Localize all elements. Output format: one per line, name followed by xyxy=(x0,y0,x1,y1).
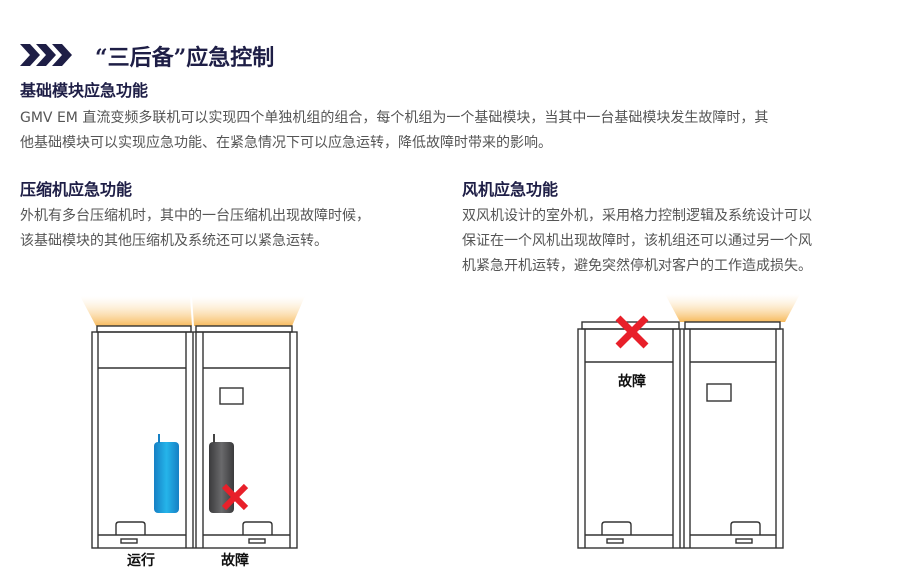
fan-heading: 风机应急功能 xyxy=(462,180,559,199)
chevron-icon xyxy=(20,44,72,66)
fault-x-icon xyxy=(221,483,249,511)
page-title: “三后备”应急控制 xyxy=(95,45,275,71)
running-compressor xyxy=(154,442,179,513)
text-line: GMV EM 直流变频多联机可以实现四个单独机组的组合，每个机组为一个基础模块，… xyxy=(20,110,769,126)
text-line: 保证在一个风机出现故障时，该机组还可以通过另一个风 xyxy=(462,233,812,249)
text-line: 外机有多台压缩机时，其中的一台压缩机出现故障时候， xyxy=(20,208,370,224)
fault-label: 故障 xyxy=(221,553,249,569)
compressor-heading: 压缩机应急功能 xyxy=(20,180,133,199)
basic-heading: 基础模块应急功能 xyxy=(20,81,149,100)
fan-fault-label: 故障 xyxy=(618,374,646,390)
text-line: 该基础模块的其他压缩机及系统还可以紧急运转。 xyxy=(20,233,328,249)
text-line: 他基础模块可以实现应急功能、在紧急情况下可以应急运转，降低故障时带来的影响。 xyxy=(20,135,552,151)
fan-fault-x-icon xyxy=(615,315,649,349)
fan-units xyxy=(577,321,784,549)
fan-text: 双风机设计的室外机，采用格力控制逻辑及系统设计可以 保证在一个风机出现故障时，该… xyxy=(462,204,812,279)
compressor-text: 外机有多台压缩机时，其中的一台压缩机出现故障时候， 该基础模块的其他压缩机及系统… xyxy=(20,204,370,254)
airflow-glow xyxy=(80,294,800,326)
faulty-compressor xyxy=(209,442,234,513)
running-label: 运行 xyxy=(127,553,155,569)
basic-text: GMV EM 直流变频多联机可以实现四个单独机组的组合，每个机组为一个基础模块，… xyxy=(20,106,768,156)
compressor-units xyxy=(91,325,298,549)
text-line: 机紧急开机运转，避免突然停机对客户的工作造成损失。 xyxy=(462,258,812,274)
text-line: 双风机设计的室外机，采用格力控制逻辑及系统设计可以 xyxy=(462,208,812,224)
